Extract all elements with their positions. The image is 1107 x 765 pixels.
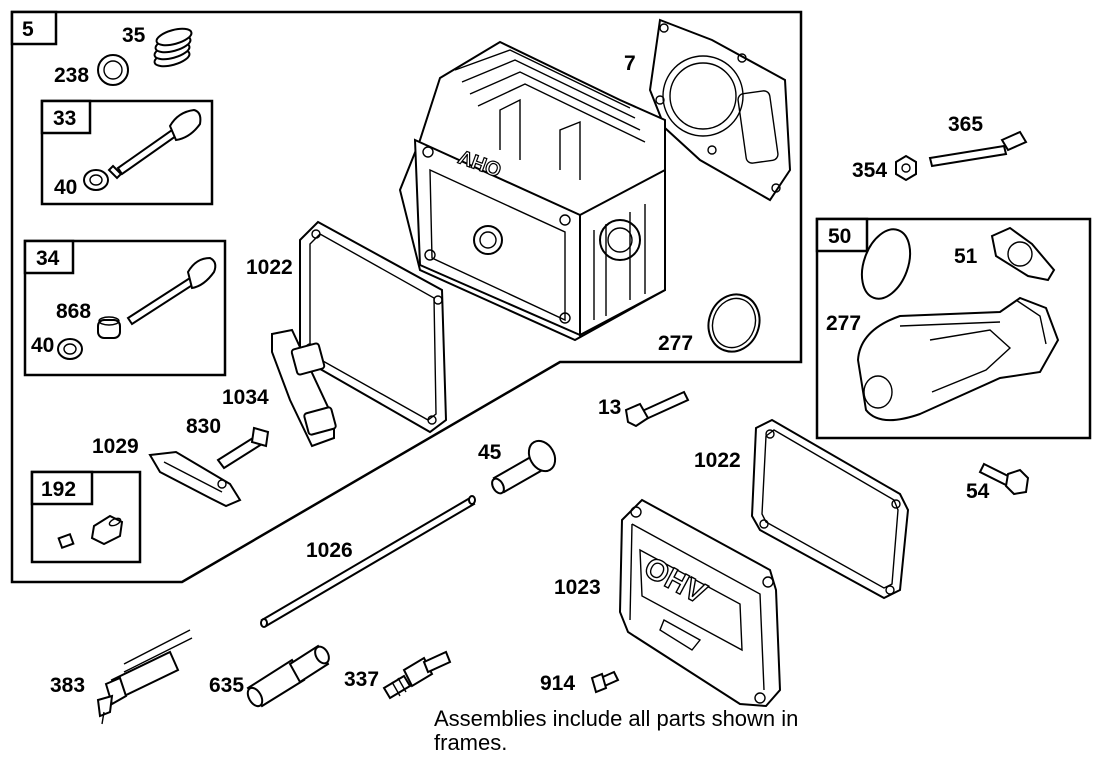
- valve-cover-1023: OHV: [618, 498, 782, 708]
- label-7: 7: [624, 52, 636, 75]
- label-383: 383: [50, 674, 85, 697]
- label-365: 365: [948, 113, 983, 136]
- label-635: 635: [209, 674, 244, 697]
- intake-elbow: [856, 296, 1060, 421]
- frame-5-label: 5: [22, 18, 34, 41]
- label-1022-lower: 1022: [694, 449, 741, 472]
- rocker-arm-1029: [148, 450, 242, 508]
- frame-34-label: 34: [36, 247, 60, 270]
- frame-50-border: [815, 217, 1092, 440]
- retainer-40-upper: [83, 169, 109, 191]
- o-ring-277-upper: [707, 293, 761, 353]
- label-277-upper: 277: [658, 332, 693, 355]
- label-1026: 1026: [306, 539, 353, 562]
- spring-35: [153, 27, 193, 68]
- boot-635: [246, 644, 330, 708]
- frame-50-label: 50: [828, 225, 851, 248]
- frame-192-tag: [30, 470, 94, 506]
- frame-5-tag: [10, 10, 58, 46]
- label-1022-upper: 1022: [246, 256, 293, 279]
- assemblies-note: Assemblies include all parts shown in fr…: [434, 706, 799, 755]
- label-830: 830: [186, 415, 221, 438]
- label-40-upper: 40: [54, 176, 77, 199]
- o-ring-277-elbow: [860, 228, 912, 300]
- screw-54: [978, 462, 1030, 496]
- cover-gasket-lower: [750, 418, 910, 600]
- frame-34-border: [23, 239, 227, 377]
- label-1023: 1023: [554, 576, 601, 599]
- label-45: 45: [478, 441, 502, 464]
- label-54: 54: [966, 480, 990, 503]
- rocker-nut-kit-pieces: [57, 514, 124, 550]
- intake-valve: [126, 256, 217, 326]
- frame-33-label: 33: [53, 107, 76, 130]
- label-868: 868: [56, 300, 91, 323]
- label-35: 35: [122, 24, 146, 47]
- head-gasket-7: [648, 18, 792, 202]
- label-277-elbow: 277: [826, 312, 861, 335]
- label-51: 51: [954, 245, 978, 268]
- frame-33-tag: [40, 99, 92, 135]
- retainer-40-lower: [57, 338, 83, 360]
- frame-33-border: [40, 99, 214, 206]
- label-354: 354: [852, 159, 887, 182]
- exhaust-valve: [107, 108, 202, 180]
- label-914: 914: [540, 672, 575, 695]
- label-238: 238: [54, 64, 89, 87]
- bolt-13: [624, 390, 690, 428]
- screw-914: [590, 670, 620, 694]
- frame-50-tag: [815, 217, 869, 253]
- cylinder-head: OHV: [398, 40, 666, 342]
- label-13: 13: [598, 396, 621, 419]
- frame-34-tag: [23, 239, 75, 275]
- valve-seal-868: [97, 316, 121, 339]
- label-1029: 1029: [92, 435, 139, 458]
- label-40-lower: 40: [31, 334, 54, 357]
- frame-5-border: [10, 10, 803, 584]
- nut-354: [895, 154, 917, 182]
- push-rod-1026: [260, 495, 476, 628]
- cap-238: [97, 54, 129, 86]
- frame-192-label: 192: [41, 478, 76, 501]
- label-1034: 1034: [222, 386, 269, 409]
- spark-plug-337: [382, 650, 452, 700]
- label-337: 337: [344, 668, 379, 691]
- spark-plug-wrench-383: [96, 629, 193, 725]
- tappet-45: [491, 439, 557, 495]
- guide-plate-1034: [271, 328, 337, 448]
- stud-365: [928, 130, 1028, 168]
- rocker-stud-830: [216, 426, 270, 470]
- gasket-51: [990, 226, 1056, 282]
